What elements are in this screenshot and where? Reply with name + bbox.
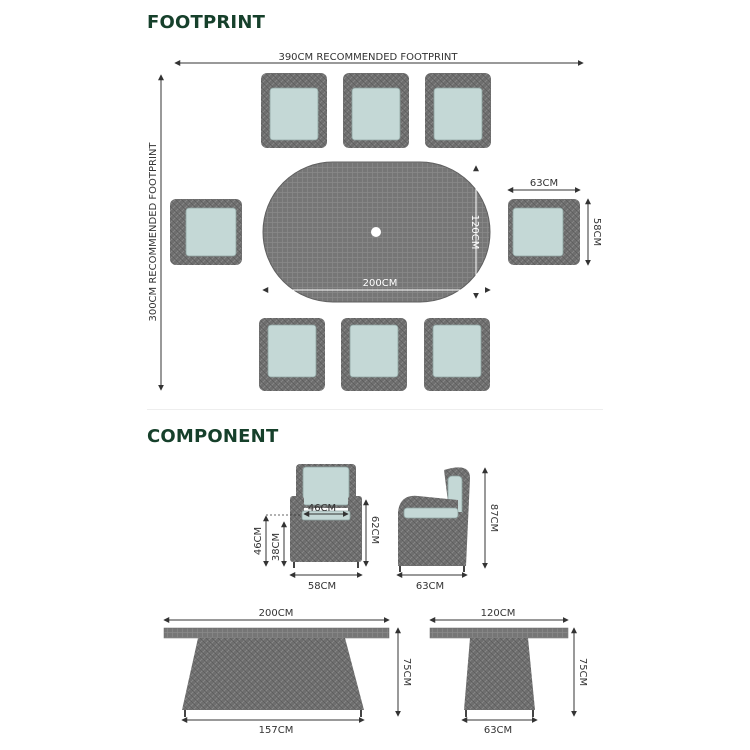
footprint-width-dimension: 390CM RECOMMENDED FOOTPRINT — [174, 52, 584, 66]
table-width-label: 120CM — [469, 215, 480, 250]
chair-seat-width-dimension: 46CM — [266, 503, 349, 517]
table-width-side-dimension: 120CM — [429, 608, 569, 623]
chair-arm-height-label: 62CM — [369, 516, 380, 544]
top-chair-2 — [343, 73, 409, 148]
table-base-width-dimension: 63CM — [461, 717, 538, 736]
table-width-dimension: 120CM — [469, 165, 480, 299]
right-end-chair — [508, 199, 580, 265]
oval-table-top — [262, 161, 491, 303]
chair-width-dimension: 63CM — [507, 178, 581, 193]
left-end-chair — [170, 199, 242, 265]
chair-overall-height-label: 87CM — [488, 504, 499, 532]
bottom-chair-2 — [341, 318, 407, 391]
chair-overall-width-dimension: 58CM — [289, 572, 363, 592]
footprint-depth-label: 300CM RECOMMENDED FOOTPRINT — [148, 142, 159, 322]
chair-width-label: 63CM — [530, 178, 558, 189]
chair-seat-height-dimension: 38CM — [271, 521, 287, 567]
footprint-depth-dimension: 300CM RECOMMENDED FOOTPRINT — [148, 74, 164, 391]
footprint-heading: FOOTPRINT — [147, 12, 266, 33]
table-front-length-label: 200CM — [259, 608, 294, 619]
chair-depth-label: 58CM — [591, 218, 602, 246]
top-chair-3 — [425, 73, 491, 148]
component-heading: COMPONENT — [147, 426, 279, 447]
footprint-width-label: 390CM RECOMMENDED FOOTPRINT — [278, 52, 458, 63]
chair-seat-width-label: 46CM — [308, 503, 336, 514]
table-base-width-label: 63CM — [484, 725, 512, 736]
table-base-length-label: 157CM — [259, 725, 294, 736]
chair-depth-dimension: 58CM — [585, 198, 602, 266]
bottom-chair-1 — [259, 318, 325, 391]
chair-front-view — [290, 464, 362, 568]
chair-overall-depth-dimension: 63CM — [396, 572, 468, 592]
chair-overall-depth-label: 63CM — [416, 581, 444, 592]
table-length-front-dimension: 200CM — [163, 608, 390, 623]
parasol-hole — [371, 227, 381, 237]
section-divider — [147, 409, 603, 410]
table-height-front-label: 75CM — [401, 658, 412, 686]
table-front-view — [163, 627, 390, 717]
table-side-view — [429, 627, 569, 717]
table-base-length-dimension: 157CM — [181, 717, 365, 736]
chair-overall-width-label: 58CM — [308, 581, 336, 592]
chair-side-view — [398, 467, 470, 572]
bottom-chair-3 — [424, 318, 490, 391]
table-length-dimension: 200CM — [262, 278, 491, 293]
chair-seat-height-label: 38CM — [271, 533, 282, 561]
chair-seat-total-height-dimension: 46CM — [253, 515, 269, 567]
table-side-width-label: 120CM — [481, 608, 516, 619]
chair-seat-total-height-label: 46CM — [253, 527, 264, 555]
chair-arm-height-dimension: 62CM — [363, 499, 380, 567]
table-height-front-dimension: 75CM — [395, 627, 412, 717]
table-length-label: 200CM — [363, 278, 398, 289]
top-chair-1 — [261, 73, 327, 148]
table-height-side-label: 75CM — [577, 658, 588, 686]
table-height-side-dimension: 75CM — [571, 627, 588, 717]
chair-overall-height-dimension: 87CM — [482, 467, 499, 569]
